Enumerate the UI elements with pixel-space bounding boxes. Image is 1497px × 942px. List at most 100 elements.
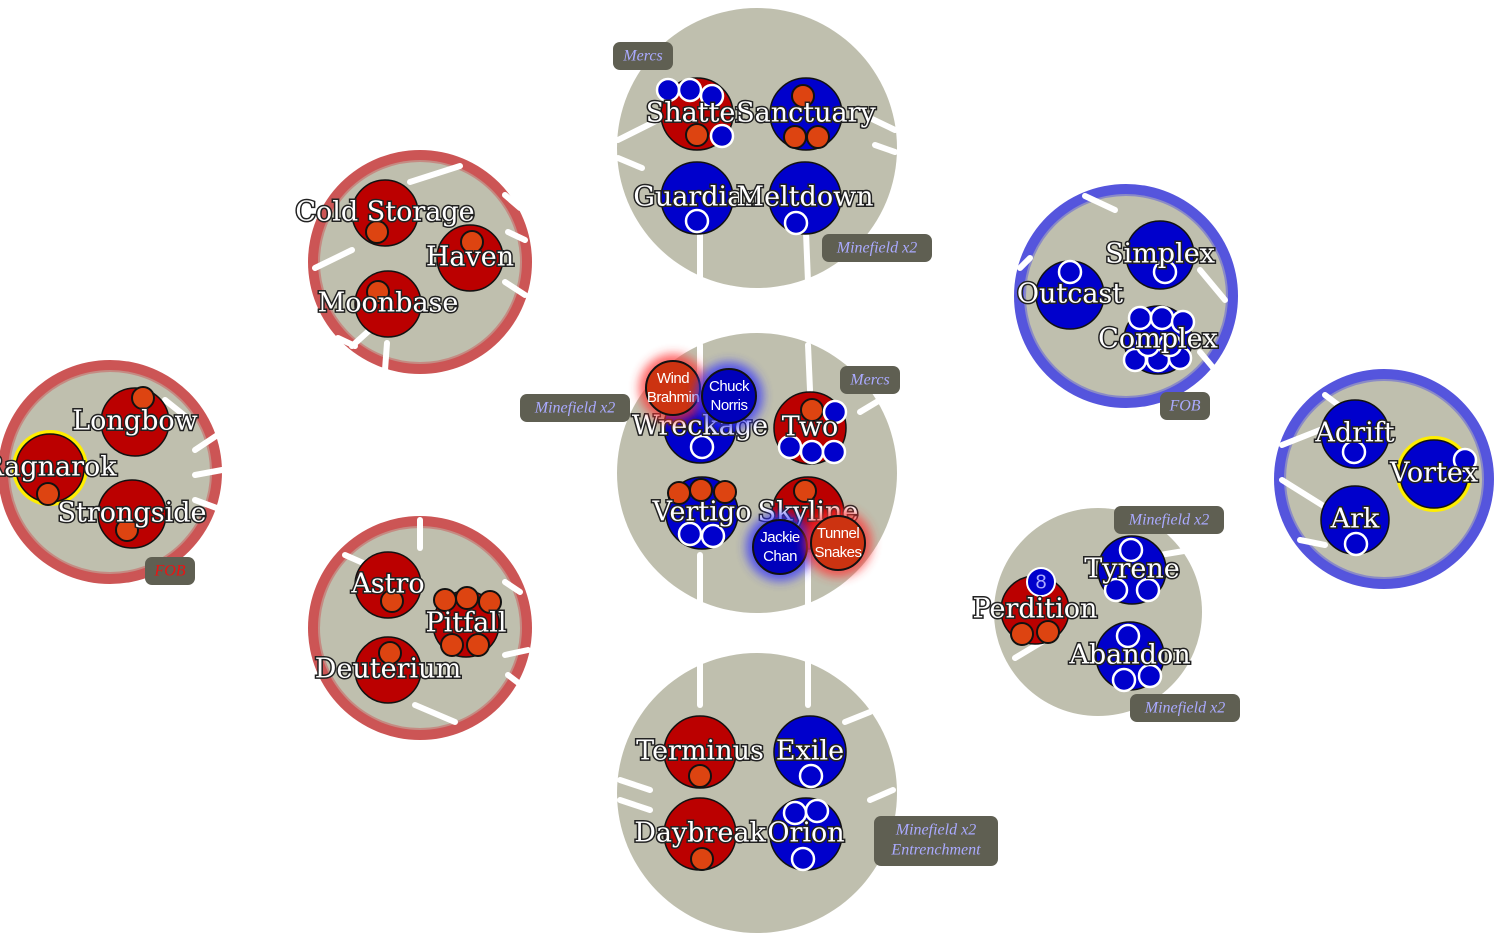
planet-vortex[interactable]: Vortex [1387,436,1480,512]
blue-fleet-token[interactable] [699,83,725,109]
hyperlane [505,672,528,691]
blue-fleet-token[interactable] [684,208,710,234]
tag-text-line2: Entrenchment [890,842,981,859]
planet-simplex[interactable]: Simplex [1104,220,1216,290]
planet-vertigo[interactable]: Vertigo [650,476,753,550]
hyperlane [192,429,225,453]
planet-adrift[interactable]: Adrift [1313,399,1396,469]
blue-fleet-token[interactable] [1343,531,1369,557]
red-fleet-token[interactable] [365,220,389,244]
blue-fleet-token[interactable] [799,439,825,465]
red-fleet-token[interactable] [131,386,155,410]
red-fleet-token[interactable] [36,482,60,506]
blue-fleet-token[interactable] [790,846,816,872]
red-fleet-token[interactable] [783,125,807,149]
planet-abandon[interactable]: Abandon [1067,621,1192,693]
planet-ragnarok[interactable]: Ragnarok [0,430,119,506]
red-fleet-token[interactable] [791,84,815,108]
tag-minefield-tyrene: Minefield x2 [1114,506,1224,534]
planet-deuterium[interactable]: Deuterium [313,636,463,704]
tag-background [1160,392,1210,420]
red-fleet-token[interactable] [690,847,714,871]
blue-fleet-token[interactable] [709,123,735,149]
planet-terminus[interactable]: Terminus [635,715,765,789]
blue-fleet-token[interactable] [1452,447,1478,473]
red-fleet-token[interactable] [689,478,713,502]
planet-ark[interactable]: Ark [1320,485,1390,557]
red-fleet-token[interactable] [366,280,390,304]
red-fleet-token[interactable] [688,764,712,788]
planet-label: Perdition [973,594,1098,625]
planet-sanctuary[interactable]: Sanctuary [735,77,878,151]
tag-background [145,557,195,585]
blue-fleet-token[interactable] [700,523,726,549]
planet-outcast[interactable]: Outcast [1015,259,1125,330]
blue-fleet-token[interactable] [689,434,715,460]
planet-complex[interactable]: Complex [1097,305,1219,375]
planet-disc [660,161,734,235]
planet-tyrene[interactable]: Tyrene [1083,535,1181,605]
red-fleet-token[interactable] [455,586,479,610]
planet-strongside[interactable]: Strongside [56,479,208,549]
blue-fleet-token[interactable] [804,798,830,824]
red-fleet-token[interactable] [478,590,502,614]
red-fleet-token[interactable] [793,479,817,503]
planet-cold-storage[interactable]: Cold Storage [294,179,476,247]
tag-mercs-center: Mercs [840,366,900,394]
blue-fleet-token[interactable] [1103,577,1129,603]
blue-fleet-token[interactable] [1157,332,1183,358]
planet-astro[interactable]: Astro [349,551,426,619]
planet-label: Moonbase [318,288,459,319]
planet-meltdown[interactable]: Meltdown [735,161,875,236]
red-fleet-token[interactable] [1010,622,1034,646]
blue-fleet-token[interactable] [822,399,848,425]
blue-fleet-token[interactable] [1115,623,1141,649]
blue-fleet-token[interactable] [1152,259,1178,285]
red-fleet-token[interactable] [440,633,464,657]
blue-fleet-token[interactable] [821,439,847,465]
red-fleet-token[interactable] [685,123,709,147]
fleet-stack-token[interactable] [1026,567,1056,597]
tag-text: FOB [1168,398,1200,415]
blue-fleet-token[interactable] [798,763,824,789]
planet-haven[interactable]: Haven [424,224,516,292]
planet-label: Haven [426,242,514,273]
blue-fleet-token[interactable] [1137,663,1163,689]
tag-minefield-abandon: Minefield x2 [1130,694,1240,722]
planet-exile[interactable]: Exile [773,715,847,789]
planet-pitfall[interactable]: Pitfall [424,586,508,658]
planet-label: Two [782,412,838,443]
red-fleet-token[interactable] [380,589,404,613]
planet-disc [97,479,167,549]
blue-fleet-token[interactable] [1170,309,1196,335]
blue-fleet-token[interactable] [1118,537,1144,563]
red-fleet-token[interactable] [1036,620,1060,644]
blue-fleet-token[interactable] [783,210,809,236]
captain-name-line2: Norris [711,397,748,414]
blue-fleet-token[interactable] [1057,259,1083,285]
red-fleet-token[interactable] [713,480,737,504]
blue-fleet-token[interactable] [1135,577,1161,603]
blue-fleet-token[interactable] [1111,667,1137,693]
planet-daybreak[interactable]: Daybreak [633,797,768,871]
red-fleet-token[interactable] [378,641,402,665]
red-fleet-token[interactable] [460,230,484,254]
blue-fleet-token[interactable] [677,77,703,103]
red-fleet-token[interactable] [806,125,830,149]
planet-two[interactable]: Two [773,391,848,465]
hyperlane [803,229,811,285]
blue-fleet-token[interactable] [1341,439,1367,465]
planet-guardian[interactable]: Guardian [632,161,762,235]
planet-orion[interactable]: Orion [766,797,846,872]
planet-moonbase[interactable]: Moonbase [316,270,460,338]
red-fleet-token[interactable] [466,633,490,657]
planet-longbow[interactable]: Longbow [71,386,199,457]
planet-shatter[interactable]: Shatter [644,77,750,151]
red-fleet-token[interactable] [115,518,139,542]
